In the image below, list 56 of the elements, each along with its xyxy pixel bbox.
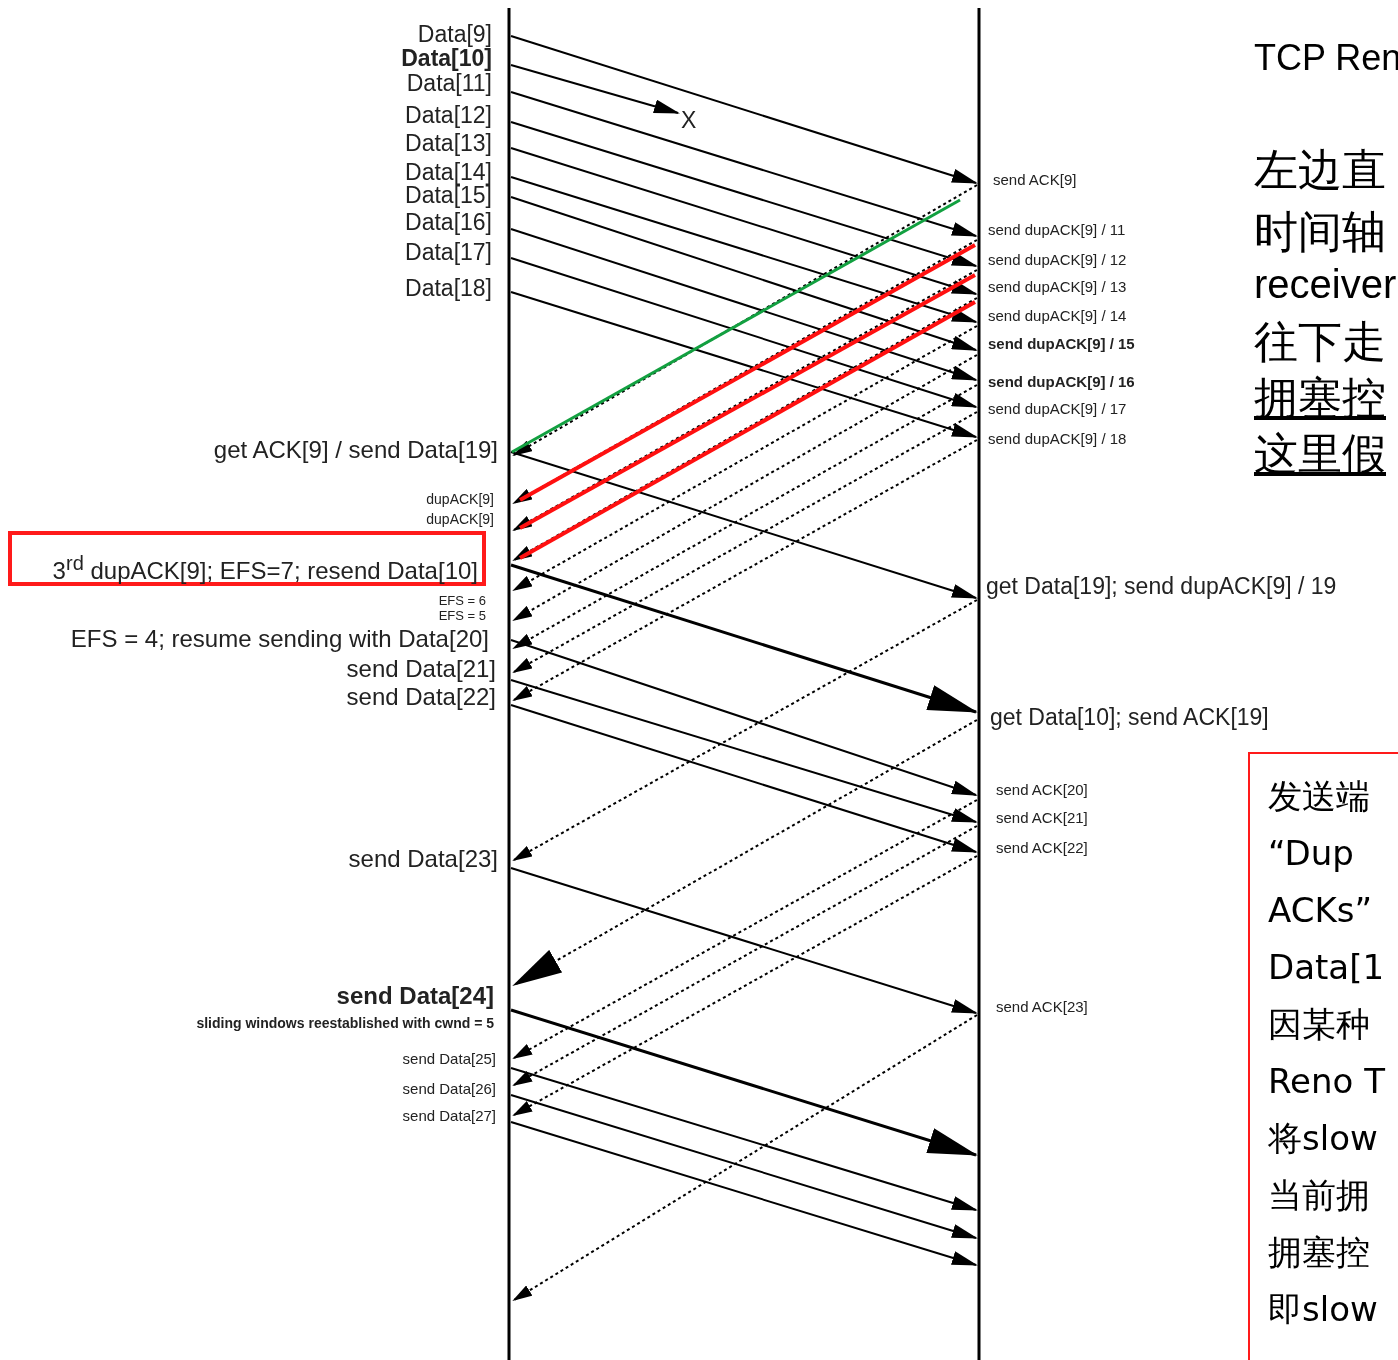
message-label: dupACK[9] [426, 492, 494, 508]
note-text: 发送端 [1268, 775, 1370, 818]
message-label: Data[9] [417, 22, 492, 48]
message-label: send dupACK[9] / 18 [988, 431, 1127, 448]
message-label: Data[18] [405, 276, 492, 302]
message-label: Data[13] [405, 131, 492, 157]
message-label: send ACK[20] [996, 782, 1088, 799]
note-text: 左边直 [1254, 146, 1386, 195]
message-label: send Data[22] [346, 684, 496, 711]
message-label: Data[10] [401, 46, 492, 72]
note-text: receiver [1254, 262, 1397, 306]
message-label: send dupACK[9] / 12 [988, 252, 1127, 269]
loss-mark: X [681, 108, 697, 134]
message-label: send ACK[21] [996, 810, 1088, 827]
message-label: get Data[10]; send ACK[19] [990, 705, 1269, 731]
note-text: 拥塞控 [1254, 374, 1386, 423]
note-text: Reno T [1268, 1060, 1385, 1103]
note-text: sliding windows reestablished with cwnd = 5 [196, 1016, 494, 1032]
message-label: send Data[21] [346, 656, 496, 683]
message-label: send dupACK[9] / 11 [988, 222, 1126, 239]
message-label: Data[11] [406, 71, 492, 97]
message-label: send ACK[23] [996, 999, 1088, 1016]
note-text: 这里假 [1254, 430, 1386, 479]
message-label: get ACK[9] / send Data[19] [213, 437, 498, 464]
message-label: EFS = 6 [438, 594, 486, 609]
message-label: send dupACK[9] / 14 [988, 308, 1127, 325]
message-label: send dupACK[9] / 13 [988, 279, 1127, 296]
message-label: send dupACK[9] / 16 [988, 374, 1135, 391]
note-text: ACKs” [1268, 889, 1373, 932]
note-text: “Dup [1268, 832, 1354, 875]
message-label: send ACK[9] [993, 172, 1077, 189]
message-label: send ACK[22] [996, 840, 1088, 857]
message-label: Data[17] [405, 240, 492, 266]
message-label: EFS = 4; resume sending with Data[20] [70, 626, 489, 653]
note-text: 拥塞控 [1268, 1231, 1370, 1274]
message-label: send Data[27] [402, 1108, 496, 1125]
highlight-box [8, 531, 486, 586]
message-label: EFS = 5 [438, 609, 486, 624]
note-text: 因某种 [1268, 1003, 1370, 1046]
note-text: 将slow [1268, 1117, 1378, 1160]
message-label: 3$^{rd}$ dupACK[9]; EFS=7; resend Data[10] [52, 551, 478, 585]
message-label: send Data[23] [348, 846, 498, 873]
message-label: send Data[25] [402, 1051, 496, 1068]
message-label: get Data[19]; send dupACK[9] / 19 [986, 574, 1337, 600]
message-label: Data[14] [405, 160, 492, 186]
note-text: 当前拥 [1268, 1174, 1370, 1217]
message-label: send dupACK[9] / 17 [988, 401, 1127, 418]
message-label: send dupACK[9] / 15 [988, 336, 1135, 353]
message-label: Data[12] [405, 103, 492, 129]
note-text: 往下走 [1254, 318, 1386, 367]
message-label: send Data[24] [336, 983, 494, 1010]
note-text: Data[1 [1268, 946, 1385, 989]
note-text: 时间轴 [1254, 208, 1386, 257]
message-label: send Data[26] [402, 1081, 496, 1098]
note-text: 即slow [1268, 1288, 1378, 1331]
message-label: Data[16] [405, 210, 492, 236]
